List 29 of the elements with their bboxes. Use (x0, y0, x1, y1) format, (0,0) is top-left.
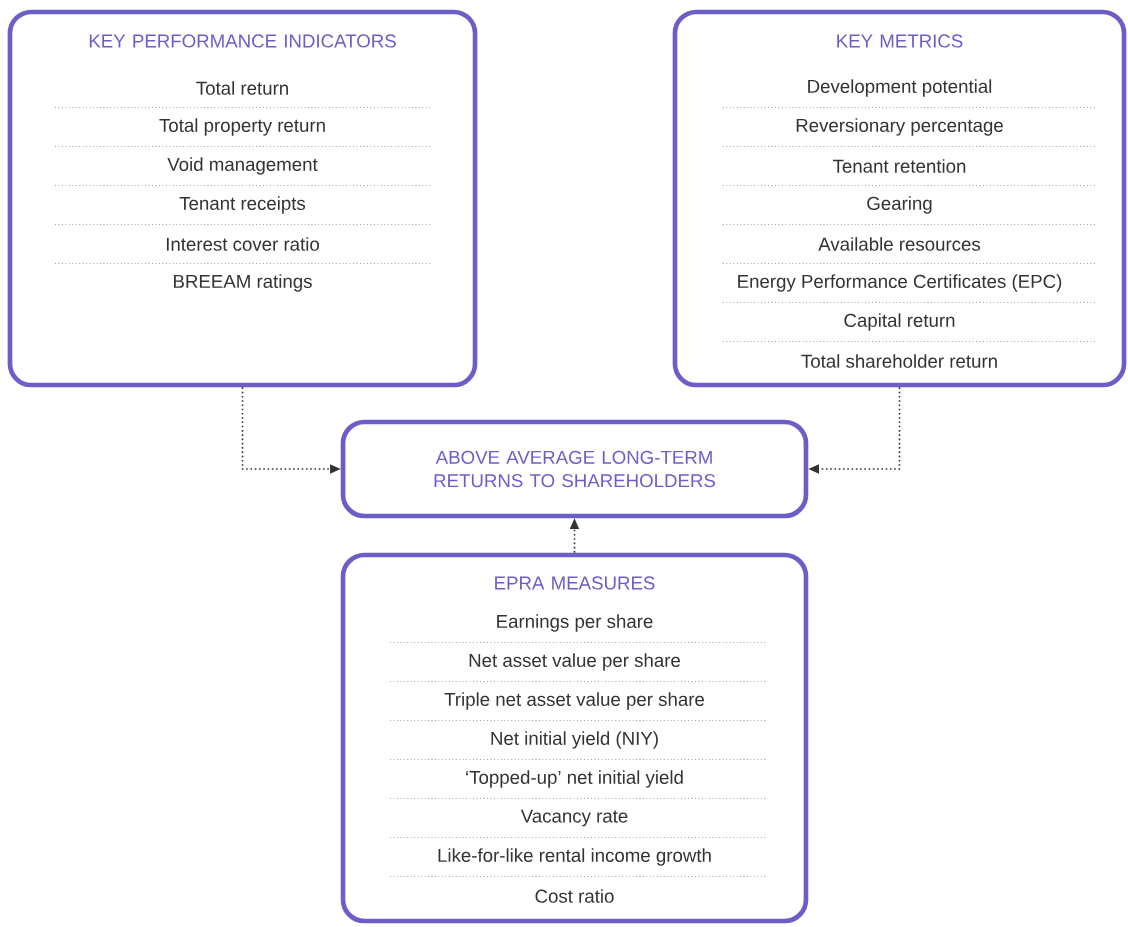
box-heading: KEY PERFORMANCE INDICATORS (89, 34, 396, 48)
list-item: Energy Performance Certificates (EPC) (738, 274, 1062, 292)
list-item: Reversionary percentage (796, 118, 1003, 136)
list-item: Gearing (867, 196, 932, 214)
list-item: Triple net asset value per share (444, 692, 705, 710)
list-item: BREEAM ratings (174, 274, 312, 292)
list-item: Earnings per share (497, 614, 653, 632)
list-item: Capital return (844, 313, 955, 331)
list-item: ‘Topped-up’ net initial yield (466, 770, 683, 788)
list-item: Net initial yield (NIY) (491, 731, 658, 749)
list-item: Available resources (818, 237, 981, 251)
list-item: Like-for-like rental income growth (438, 848, 711, 866)
box-heading: EPRA MEASURES (495, 576, 655, 590)
list-item: Total shareholder return (801, 354, 997, 368)
list-item: Interest cover ratio (166, 237, 319, 251)
list-item: Void management (167, 157, 318, 175)
list-item: Total return (196, 81, 288, 95)
list-item: Vacancy rate (520, 809, 628, 827)
list-item: Cost ratio (535, 889, 614, 903)
list-item: Development potential (808, 79, 992, 97)
box-heading: ABOVE AVERAGE LONG-TERM RETURNS TO SHAREHOLDERS (434, 450, 716, 488)
list-item: Tenant retention (833, 159, 966, 173)
arrow (569, 518, 580, 554)
list-item: Total property return (159, 118, 325, 136)
box-heading: KEY METRICS (837, 34, 963, 48)
list-item: Tenant receipts (179, 196, 306, 214)
arrow (241, 386, 341, 474)
list-item: Net asset value per share (469, 653, 680, 671)
arrow (808, 386, 901, 474)
